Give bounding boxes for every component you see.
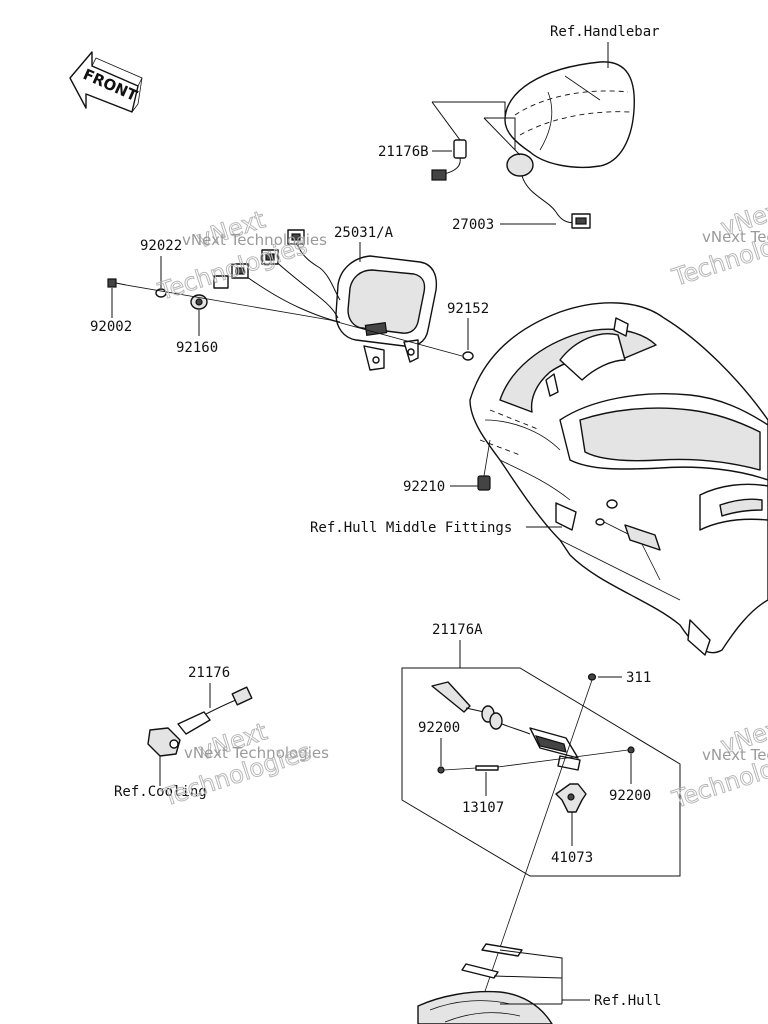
hull-bottom [417,943,553,1024]
meter-25031a [335,255,438,371]
label-27003: 27003 [452,217,494,233]
bolt-92002 [107,278,127,288]
svg-text:vNext Technologies: vNext Technologies [702,228,768,246]
watermark-meter: vNext vNext Technologies Technologies [154,205,327,307]
hull-middle-fittings [469,302,768,656]
label-92002: 92002 [90,319,132,335]
clip-92210 [477,475,491,491]
label-92200-right: 92200 [609,788,651,804]
watermark-right-top: vNext vNext Technologies Technologies [668,193,768,293]
svg-text:vNext Technologies: vNext Technologies [184,744,329,762]
label-ref-cooling: Ref.Cooling [114,784,207,800]
svg-text:vNext Technologies: vNext Technologies [182,231,327,249]
front-arrow-icon: FRONT [69,51,143,113]
sensor-21176 [147,686,253,757]
label-21176b: 21176B [378,144,429,160]
label-41073: 41073 [551,850,593,866]
label-311: 311 [626,670,651,686]
collar-92160 [190,294,208,310]
label-21176a: 21176A [432,622,483,638]
kit-outline-21176a [401,667,681,877]
label-21176: 21176 [188,665,230,681]
washer-92200-left [437,766,445,774]
label-92152: 92152 [447,301,489,317]
sensor-21176b [431,139,467,181]
handlebar-grip [504,61,635,169]
svg-text:vNext Technologies: vNext Technologies [702,746,768,764]
switch-27003 [506,153,591,229]
label-92210: 92210 [403,479,445,495]
watermark-right-bottom: vNext vNext Technologies Technologies [668,711,768,815]
sensor-21176a [431,681,581,771]
label-ref-hull-middle-fittings: Ref.Hull Middle Fittings [310,520,512,536]
label-92200-left: 92200 [418,720,460,736]
washer-92152 [462,351,474,361]
washer-92200-right [627,746,635,754]
label-92160: 92160 [176,340,218,356]
label-92022: 92022 [140,238,182,254]
knob-41073 [555,783,587,813]
label-13107: 13107 [462,800,504,816]
nut-311 [587,673,597,681]
label-ref-handlebar: Ref.Handlebar [550,24,660,40]
label-25031a: 25031/A [334,225,394,241]
label-ref-hull: Ref.Hull [594,993,661,1009]
meter-harness [213,229,341,323]
screw-13107 [475,765,499,771]
washer-92022 [155,288,167,298]
